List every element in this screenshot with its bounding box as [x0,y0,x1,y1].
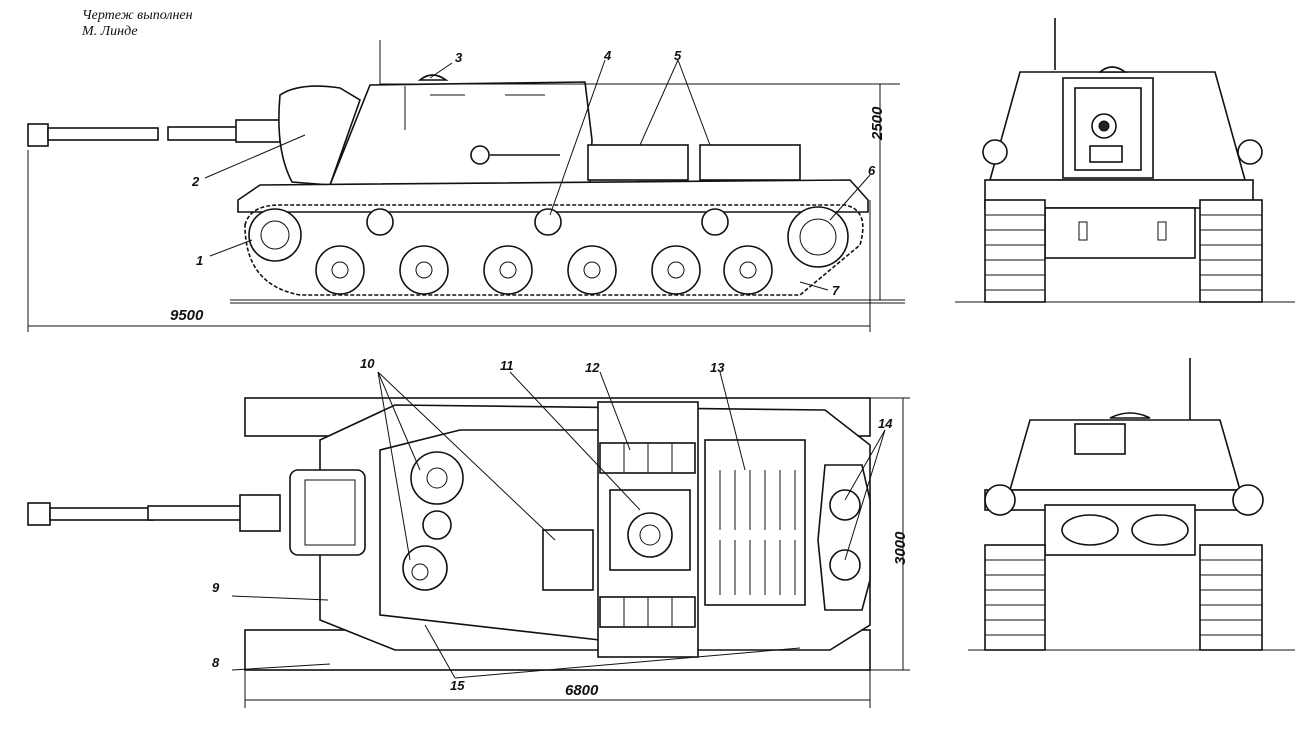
side-length-dimension: 9500 [170,307,204,324]
drive-sprocket [787,206,849,268]
rear-tracks [984,544,1263,651]
drawing-credit: Чертеж выполнен М. Линде [82,8,193,40]
muzzle-brake [27,123,49,147]
side-height-dimension: 2500 [869,106,886,141]
rear-fuel-drum-left [984,484,1016,516]
callout-5: 5 [674,48,682,63]
callout-15: 15 [450,678,465,693]
credit-line-2: М. Линде [82,24,138,39]
hull-side [237,179,869,213]
loader-hatch [402,545,448,591]
rear-fuel-drum-right [1232,484,1264,516]
front-tracks [984,199,1263,303]
front-view [955,18,1295,303]
credit-line-1: Чертеж выполнен [82,8,193,23]
callout-11: 11 [500,358,514,373]
callout-2: 2 [191,174,200,189]
callout-1: 1 [196,253,203,268]
callout-9: 9 [212,580,220,595]
callout-10: 10 [360,356,375,371]
commander-hatch [410,451,464,505]
track-run [244,204,864,296]
gun-mantlet [278,85,361,186]
idler-wheel [248,208,302,262]
exhaust-louvres [704,439,806,606]
callout-4: 4 [603,48,612,63]
road-wheels [315,245,773,295]
top-view: 6800 3000 8 9 10 11 12 13 14 15 [27,356,910,708]
top-width-dimension: 3000 [892,531,909,565]
top-muzzle-brake [27,502,51,526]
side-view: 9500 2500 1 2 3 4 5 6 7 [27,40,905,332]
callout-7: 7 [832,283,840,298]
callout-3: 3 [455,50,463,65]
callout-13: 13 [710,360,725,375]
callout-6: 6 [868,163,876,178]
callout-8: 8 [212,655,220,670]
callout-12: 12 [585,360,600,375]
top-length-dimension: 6800 [565,682,599,699]
superstructure [328,81,593,186]
callout-14: 14 [878,416,893,431]
rear-view [968,358,1295,651]
top-mantlet [289,469,366,556]
engine-access-hatch [627,512,673,558]
